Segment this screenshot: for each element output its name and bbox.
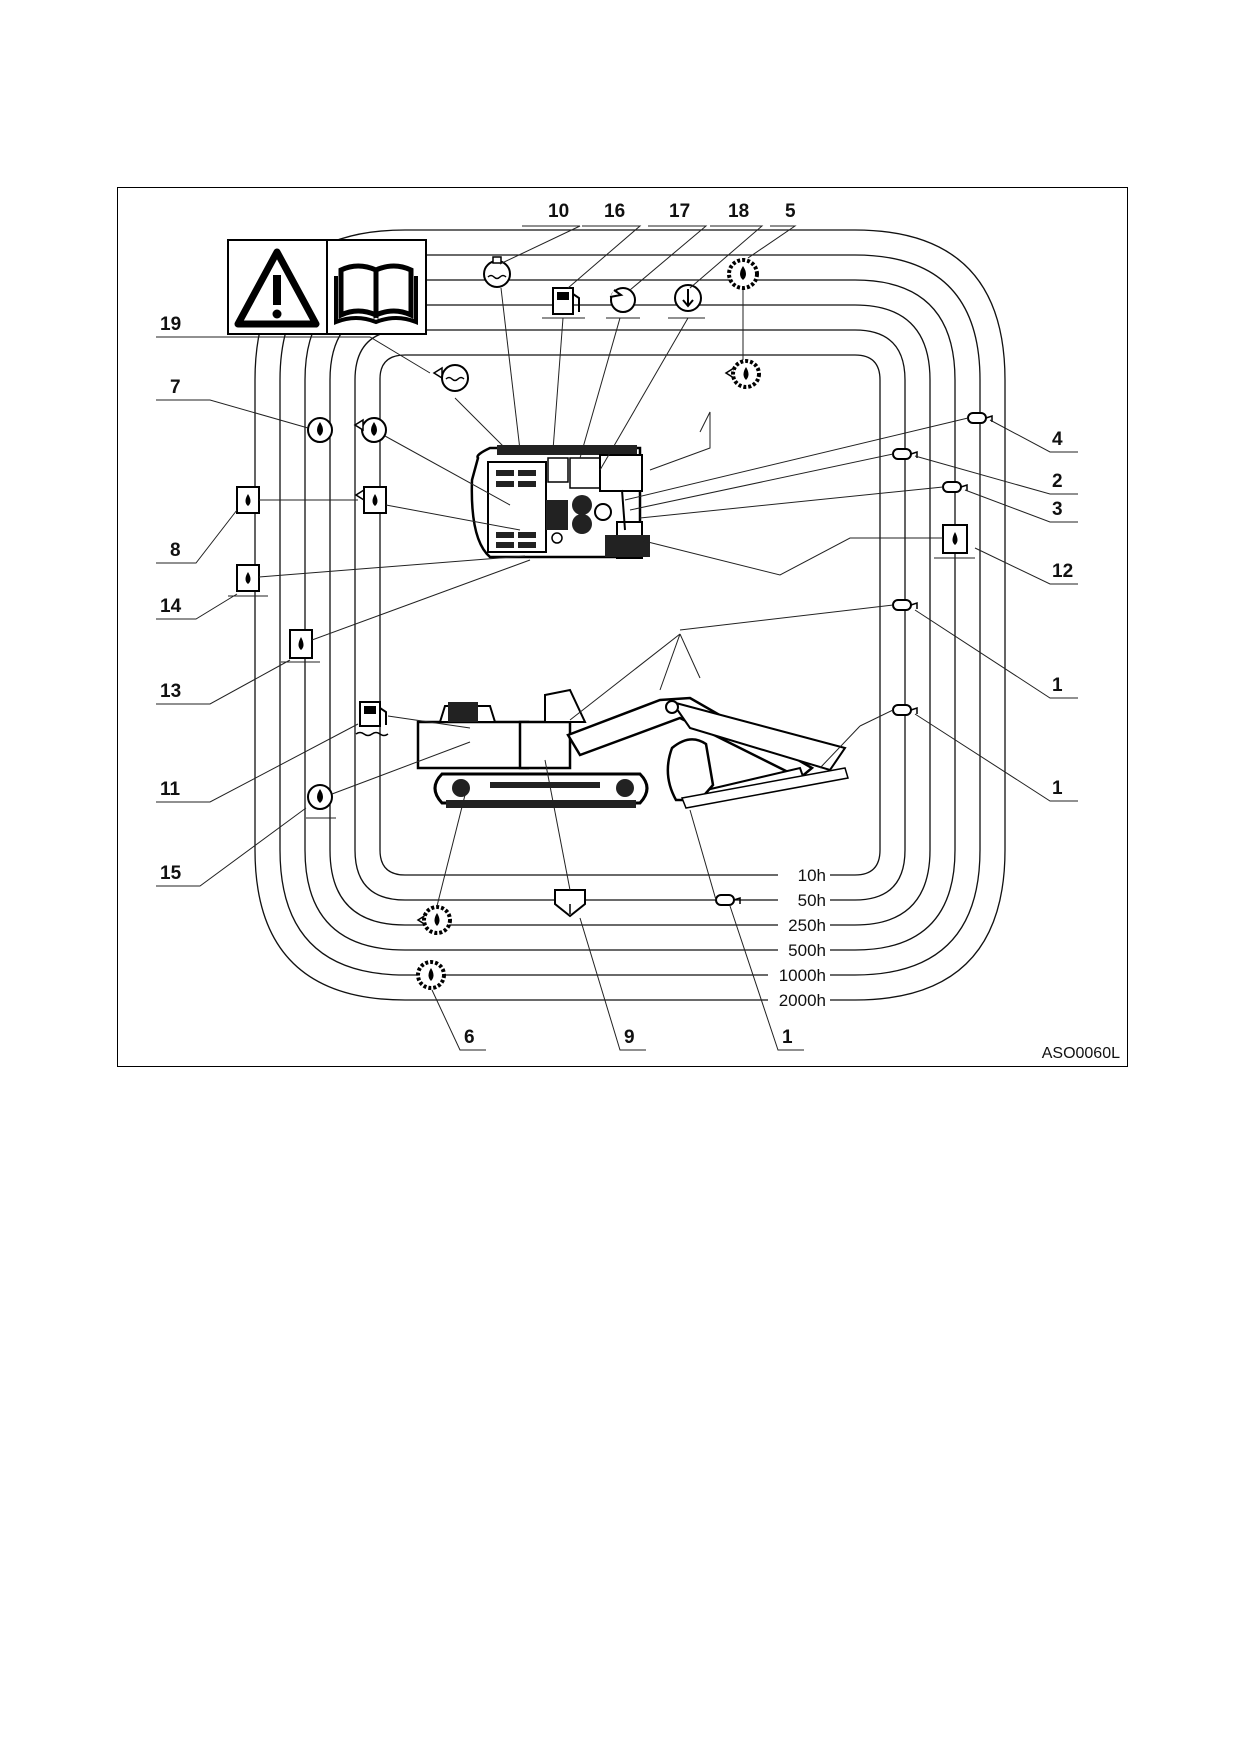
callout-15: 15: [160, 863, 182, 884]
grease-point-icon-2: [629, 448, 918, 511]
swing-gear-icon: [416, 794, 466, 935]
callout-8: 8: [170, 540, 181, 561]
hydraulic-tank-icon-8: [236, 486, 521, 531]
travel-gear-icon-6: [416, 960, 446, 990]
loop-50h: [354, 329, 906, 901]
diagram-frame: [117, 187, 1128, 1067]
interval-label-50h: 50h: [798, 891, 826, 910]
gear-oil-tank-icon-12: [639, 524, 975, 576]
callout-19: 19: [160, 314, 181, 335]
engine-oil-icon-15: [306, 741, 471, 819]
fuel-pump-icon: [542, 287, 585, 451]
loop-10h: [379, 354, 881, 876]
callout-1-arm: 1: [1052, 778, 1063, 799]
grease-point-icon-3: [639, 481, 968, 519]
callout-13: 13: [160, 681, 181, 702]
loop-250h: [329, 304, 931, 926]
hydraulic-tank-icon-13: [281, 559, 531, 663]
header-icon-box: [227, 239, 427, 335]
interval-label-500h: 500h: [788, 941, 826, 960]
callout-17: 17: [669, 201, 690, 222]
interval-label-2000h: 2000h: [779, 991, 826, 1010]
grease-point-icon-1c: [689, 809, 741, 906]
coolant-radiator-icon: [483, 256, 521, 451]
callout-leaders: [156, 225, 1078, 1051]
callout-6: 6: [464, 1027, 475, 1048]
callout-18: 18: [728, 201, 749, 222]
grease-point-icon-1b: [859, 704, 918, 727]
interval-loops: [254, 229, 1006, 1001]
interval-label-1000h: 1000h: [779, 966, 826, 985]
figure-reference-code: ASO0060L: [1042, 1045, 1120, 1062]
callout-14: 14: [160, 596, 182, 617]
interval-label-10h: 10h: [798, 866, 826, 885]
callout-12: 12: [1052, 561, 1073, 582]
rotation-cycle-icon: [579, 287, 640, 459]
machine-top-view: [470, 445, 650, 559]
engine-coolant-icon: [432, 364, 506, 449]
callout-5: 5: [785, 201, 796, 222]
callout-11: 11: [160, 779, 181, 800]
callout-9: 9: [624, 1027, 635, 1048]
callout-1-boom: 1: [1052, 675, 1063, 696]
callout-numbers: 10 16 17 18 5 19 7 8 14 13 11 15 4 2 3 1…: [160, 201, 1073, 1048]
drain-tank-icon-9: [544, 759, 586, 918]
callout-10: 10: [548, 201, 569, 222]
loop-2000h: [254, 229, 1006, 1001]
engine-oil-icon-7: [307, 417, 511, 506]
gear-oil-icon-top: [727, 258, 759, 360]
warning-triangle-icon: [234, 248, 320, 328]
manual-book-icon: [334, 263, 418, 325]
callout-2: 2: [1052, 471, 1063, 492]
callout-3: 3: [1052, 499, 1063, 520]
interval-label-250h: 250h: [788, 916, 826, 935]
callout-16: 16: [604, 201, 625, 222]
callout-1-bucket: 1: [782, 1027, 793, 1048]
gear-oil-icon-250h: [649, 359, 761, 471]
hydraulic-tank-icon-14: [228, 555, 526, 597]
loop-500h: [304, 279, 956, 951]
machine-side-view: [416, 633, 861, 809]
filter-arrow-icon: [599, 284, 705, 471]
fuel-water-separator-icon: [355, 701, 471, 737]
grease-point-icon-1a: [679, 599, 918, 631]
callout-4: 4: [1052, 429, 1063, 450]
callout-7: 7: [170, 377, 181, 398]
grease-point-icon-4: [624, 412, 993, 501]
